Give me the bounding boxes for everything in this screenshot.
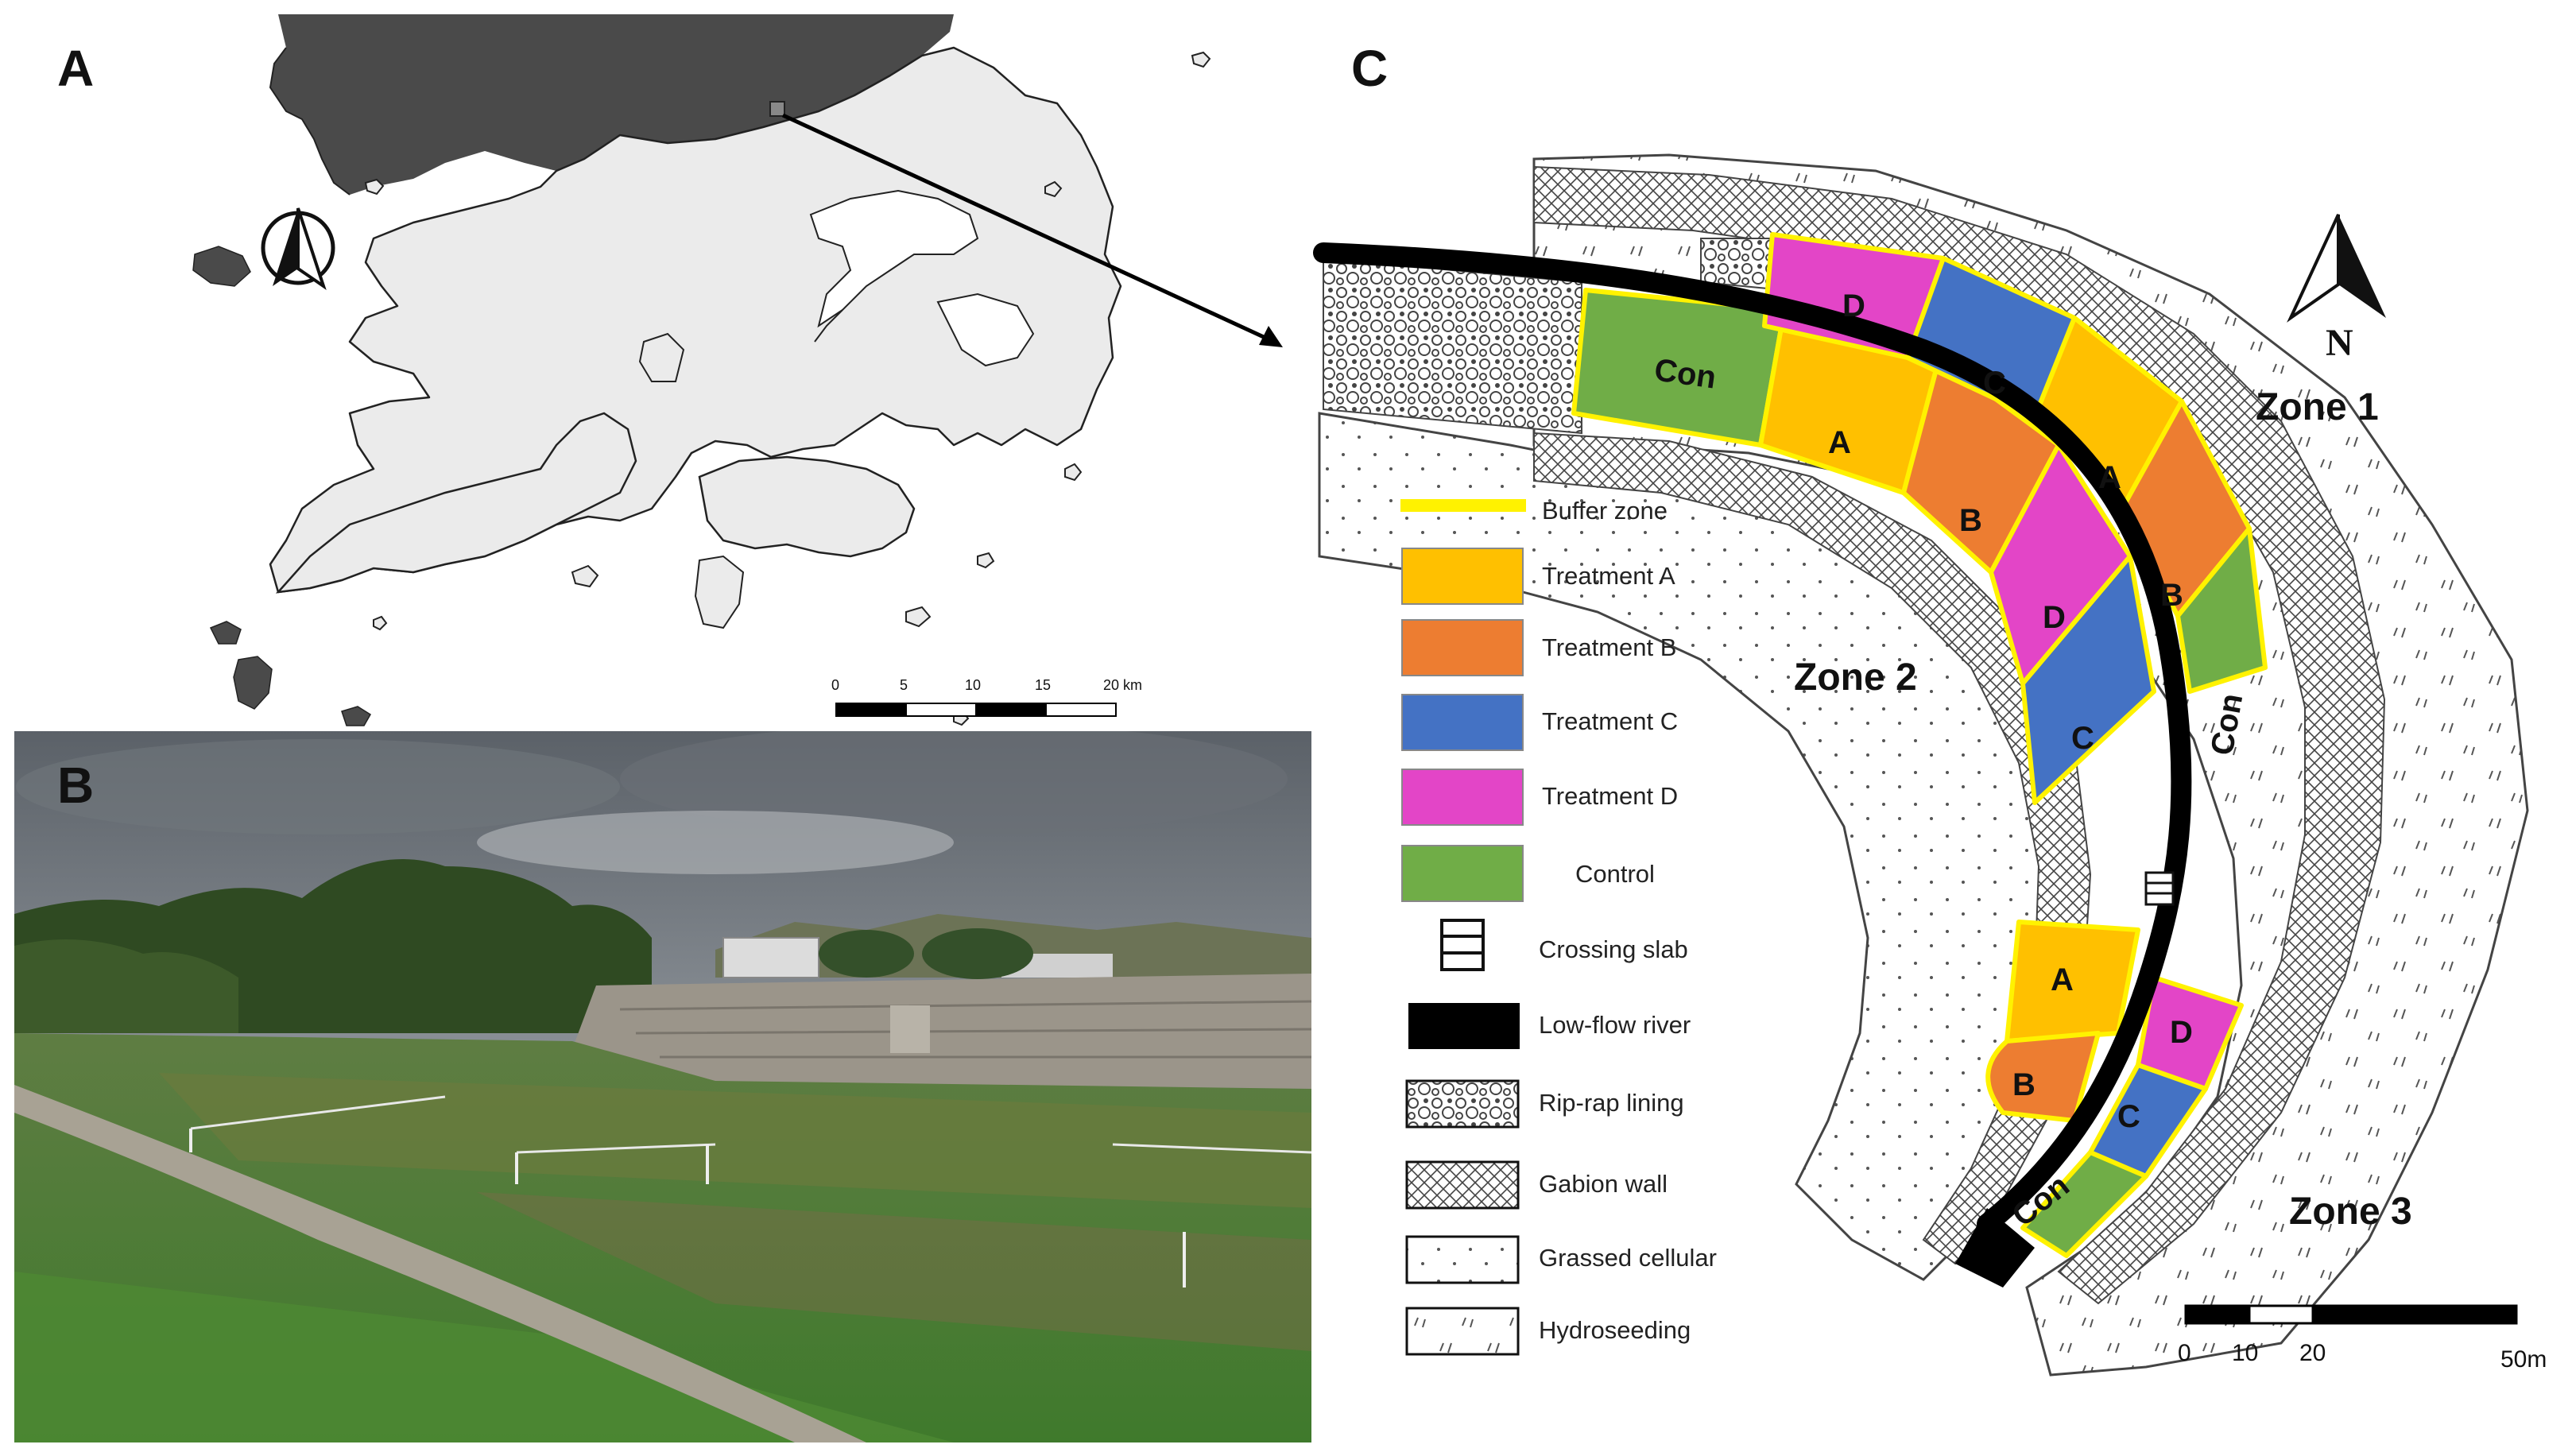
zone-2-label: Zone 2 xyxy=(1794,656,1917,699)
label-c3: C xyxy=(2117,1099,2140,1134)
legend-swatch-grassed xyxy=(1405,1235,1520,1284)
site-arrow-line xyxy=(781,113,1267,340)
dark-islands xyxy=(192,246,372,726)
label-b2: B xyxy=(2160,578,2183,613)
mainland-shape xyxy=(270,14,954,195)
crossing-slab xyxy=(2144,871,2175,906)
scale-a-tick-2: 10 xyxy=(965,677,981,693)
map-c-scale-bar: 0 10 20 50m xyxy=(2178,1304,2547,1373)
north-arrow-icon xyxy=(261,207,335,290)
legend-label-buffer: Buffer zone xyxy=(1542,497,1668,525)
panel-b-letter: B xyxy=(57,757,94,814)
label-c2: C xyxy=(1983,366,2006,401)
low-flow-river-tail xyxy=(1955,1208,2035,1288)
panel-c: C xyxy=(1313,40,2547,1377)
riverbank-vegetation-photo xyxy=(14,731,1311,1442)
scale-c-tick-2: 20 xyxy=(2299,1340,2326,1366)
site-arrow-head xyxy=(1259,326,1283,347)
label-a3: A xyxy=(2051,962,2074,997)
legend-swatch-treatment-a xyxy=(1401,548,1524,605)
label-d3: D xyxy=(2170,1015,2193,1050)
legend-label-treatment-c: Treatment C xyxy=(1542,707,1678,735)
legend-label-control: Control xyxy=(1575,860,1655,888)
legend-label-river: Low-flow river xyxy=(1539,1011,1691,1039)
gabion-inner xyxy=(1533,432,2092,1265)
scale-c-tick-0: 0 xyxy=(2178,1340,2191,1366)
tsing-yi xyxy=(638,332,685,382)
legend-swatch-hydroseeding xyxy=(1405,1307,1520,1356)
label-a2: A xyxy=(2098,460,2121,495)
map-a-scale-bar: 0 5 10 15 20 km xyxy=(831,677,1142,717)
lamma-island xyxy=(694,555,745,629)
panel-a: A xyxy=(57,14,1283,726)
scale-c-tick-1: 10 xyxy=(2232,1340,2258,1366)
plot-con2 xyxy=(2175,526,2268,694)
panel-c-letter: C xyxy=(1351,40,1388,97)
scale-a-tick-1: 5 xyxy=(900,677,908,693)
legend-label-grassed: Grassed cellular xyxy=(1539,1244,1717,1272)
low-flow-river xyxy=(1313,242,2192,1234)
panel-b: B xyxy=(14,731,1311,1442)
legend-swatch-treatment-c xyxy=(1401,694,1524,751)
plot-c1 xyxy=(2020,554,2156,805)
legend-swatch-treatment-b xyxy=(1401,619,1524,676)
legend-swatch-riprap xyxy=(1405,1079,1520,1129)
zone-3-label: Zone 3 xyxy=(2289,1191,2412,1233)
mainland-coast xyxy=(269,47,351,196)
north-label-c: N xyxy=(2326,322,2353,364)
legend-label-treatment-a: Treatment A xyxy=(1542,562,1675,590)
plot-b3 xyxy=(1985,1031,2101,1123)
label-d1: D xyxy=(2043,600,2066,635)
scale-a-tick-4: 20 km xyxy=(1103,677,1142,693)
site-marker xyxy=(769,101,785,117)
label-a1: A xyxy=(1828,425,1851,460)
legend-label-gabion: Gabion wall xyxy=(1539,1170,1668,1198)
label-b1: B xyxy=(1959,503,1982,538)
inlet-bay xyxy=(936,292,1035,367)
lantau-island xyxy=(275,412,637,594)
scale-a-tick-0: 0 xyxy=(831,677,839,693)
zone-1-label: Zone 1 xyxy=(2256,386,2379,428)
legend-swatch-river xyxy=(1408,1003,1520,1049)
legend-swatch-gabion xyxy=(1405,1160,1520,1210)
label-d2: D xyxy=(1842,288,1865,323)
legend-swatch-crossing-slab xyxy=(1440,919,1485,971)
panel-a-letter: A xyxy=(57,40,94,97)
legend-label-treatment-b: Treatment B xyxy=(1542,633,1676,661)
plot-con3 xyxy=(2020,1150,2148,1258)
legend-swatch-control xyxy=(1401,845,1524,902)
label-b3: B xyxy=(2012,1067,2036,1102)
north-arrow-c-icon xyxy=(2287,214,2386,323)
inlet-river xyxy=(814,309,843,343)
label-c1: C xyxy=(2071,721,2094,756)
scale-a-tick-3: 15 xyxy=(1035,677,1051,693)
label-con1: Con xyxy=(1652,352,1718,395)
legend-swatch-treatment-d xyxy=(1401,769,1524,826)
territory-shape xyxy=(269,46,1122,594)
plots xyxy=(1571,232,2268,1258)
legend-swatch-buffer xyxy=(1400,499,1526,512)
scale-c-tick-3: 50m xyxy=(2500,1346,2547,1373)
riprap-section xyxy=(1323,257,1582,435)
legend: Buffer zone Treatment A Treatment B Trea… xyxy=(1400,497,1717,1356)
legend-label-crossing-slab: Crossing slab xyxy=(1539,935,1688,963)
legend-label-hydroseeding: Hydroseeding xyxy=(1539,1316,1691,1344)
legend-label-riprap: Rip-rap lining xyxy=(1539,1089,1684,1117)
inlet-tolo xyxy=(809,189,979,328)
hk-island xyxy=(698,455,916,558)
legend-label-treatment-d: Treatment D xyxy=(1542,782,1678,810)
